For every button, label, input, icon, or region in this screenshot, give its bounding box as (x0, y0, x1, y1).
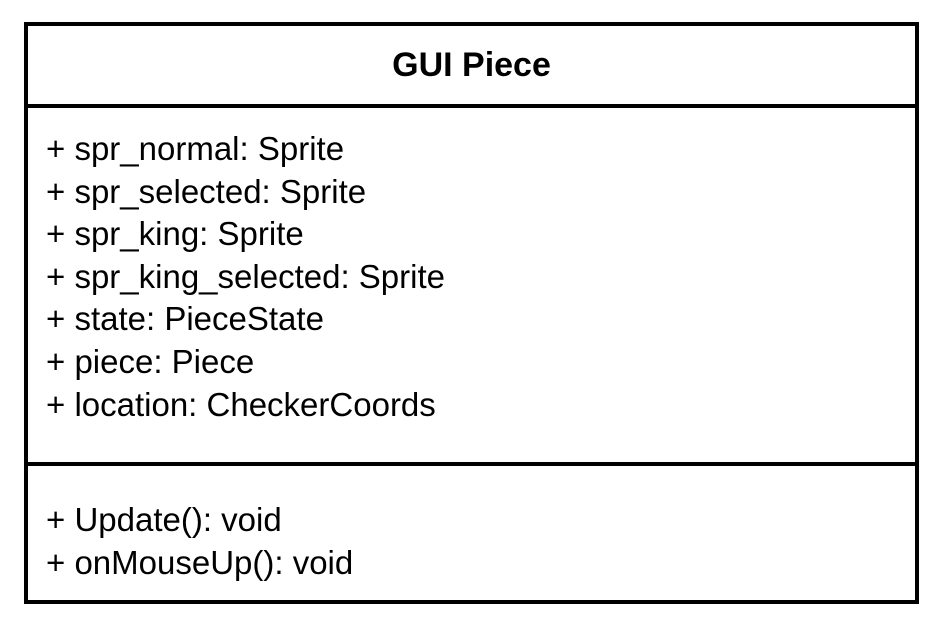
class-name: GUI Piece (392, 46, 551, 84)
uml-class-box: GUI Piece + spr_normal: Sprite + spr_sel… (24, 22, 919, 604)
attribute-state: + state: PieceState (46, 300, 324, 338)
class-header: GUI Piece (28, 26, 915, 108)
attribute-spr-selected: + spr_selected: Sprite (46, 172, 367, 210)
attribute-location: + location: CheckerCoords (46, 385, 436, 423)
attribute-spr-king: + spr_king: Sprite (46, 215, 304, 253)
methods-compartment: + Update(): void + onMouseUp(): void (28, 466, 915, 584)
attribute-spr-normal: + spr_normal: Sprite (46, 130, 345, 167)
attributes-compartment: + spr_normal: Sprite + spr_selected: Spr… (28, 108, 915, 466)
attribute-piece: + piece: Piece (46, 342, 255, 380)
attribute-spr-king-selected: + spr_king_selected: Sprite (46, 257, 445, 295)
method-update: + Update(): void (46, 501, 282, 538)
method-on-mouse-up: + onMouseUp(): void (46, 543, 354, 581)
